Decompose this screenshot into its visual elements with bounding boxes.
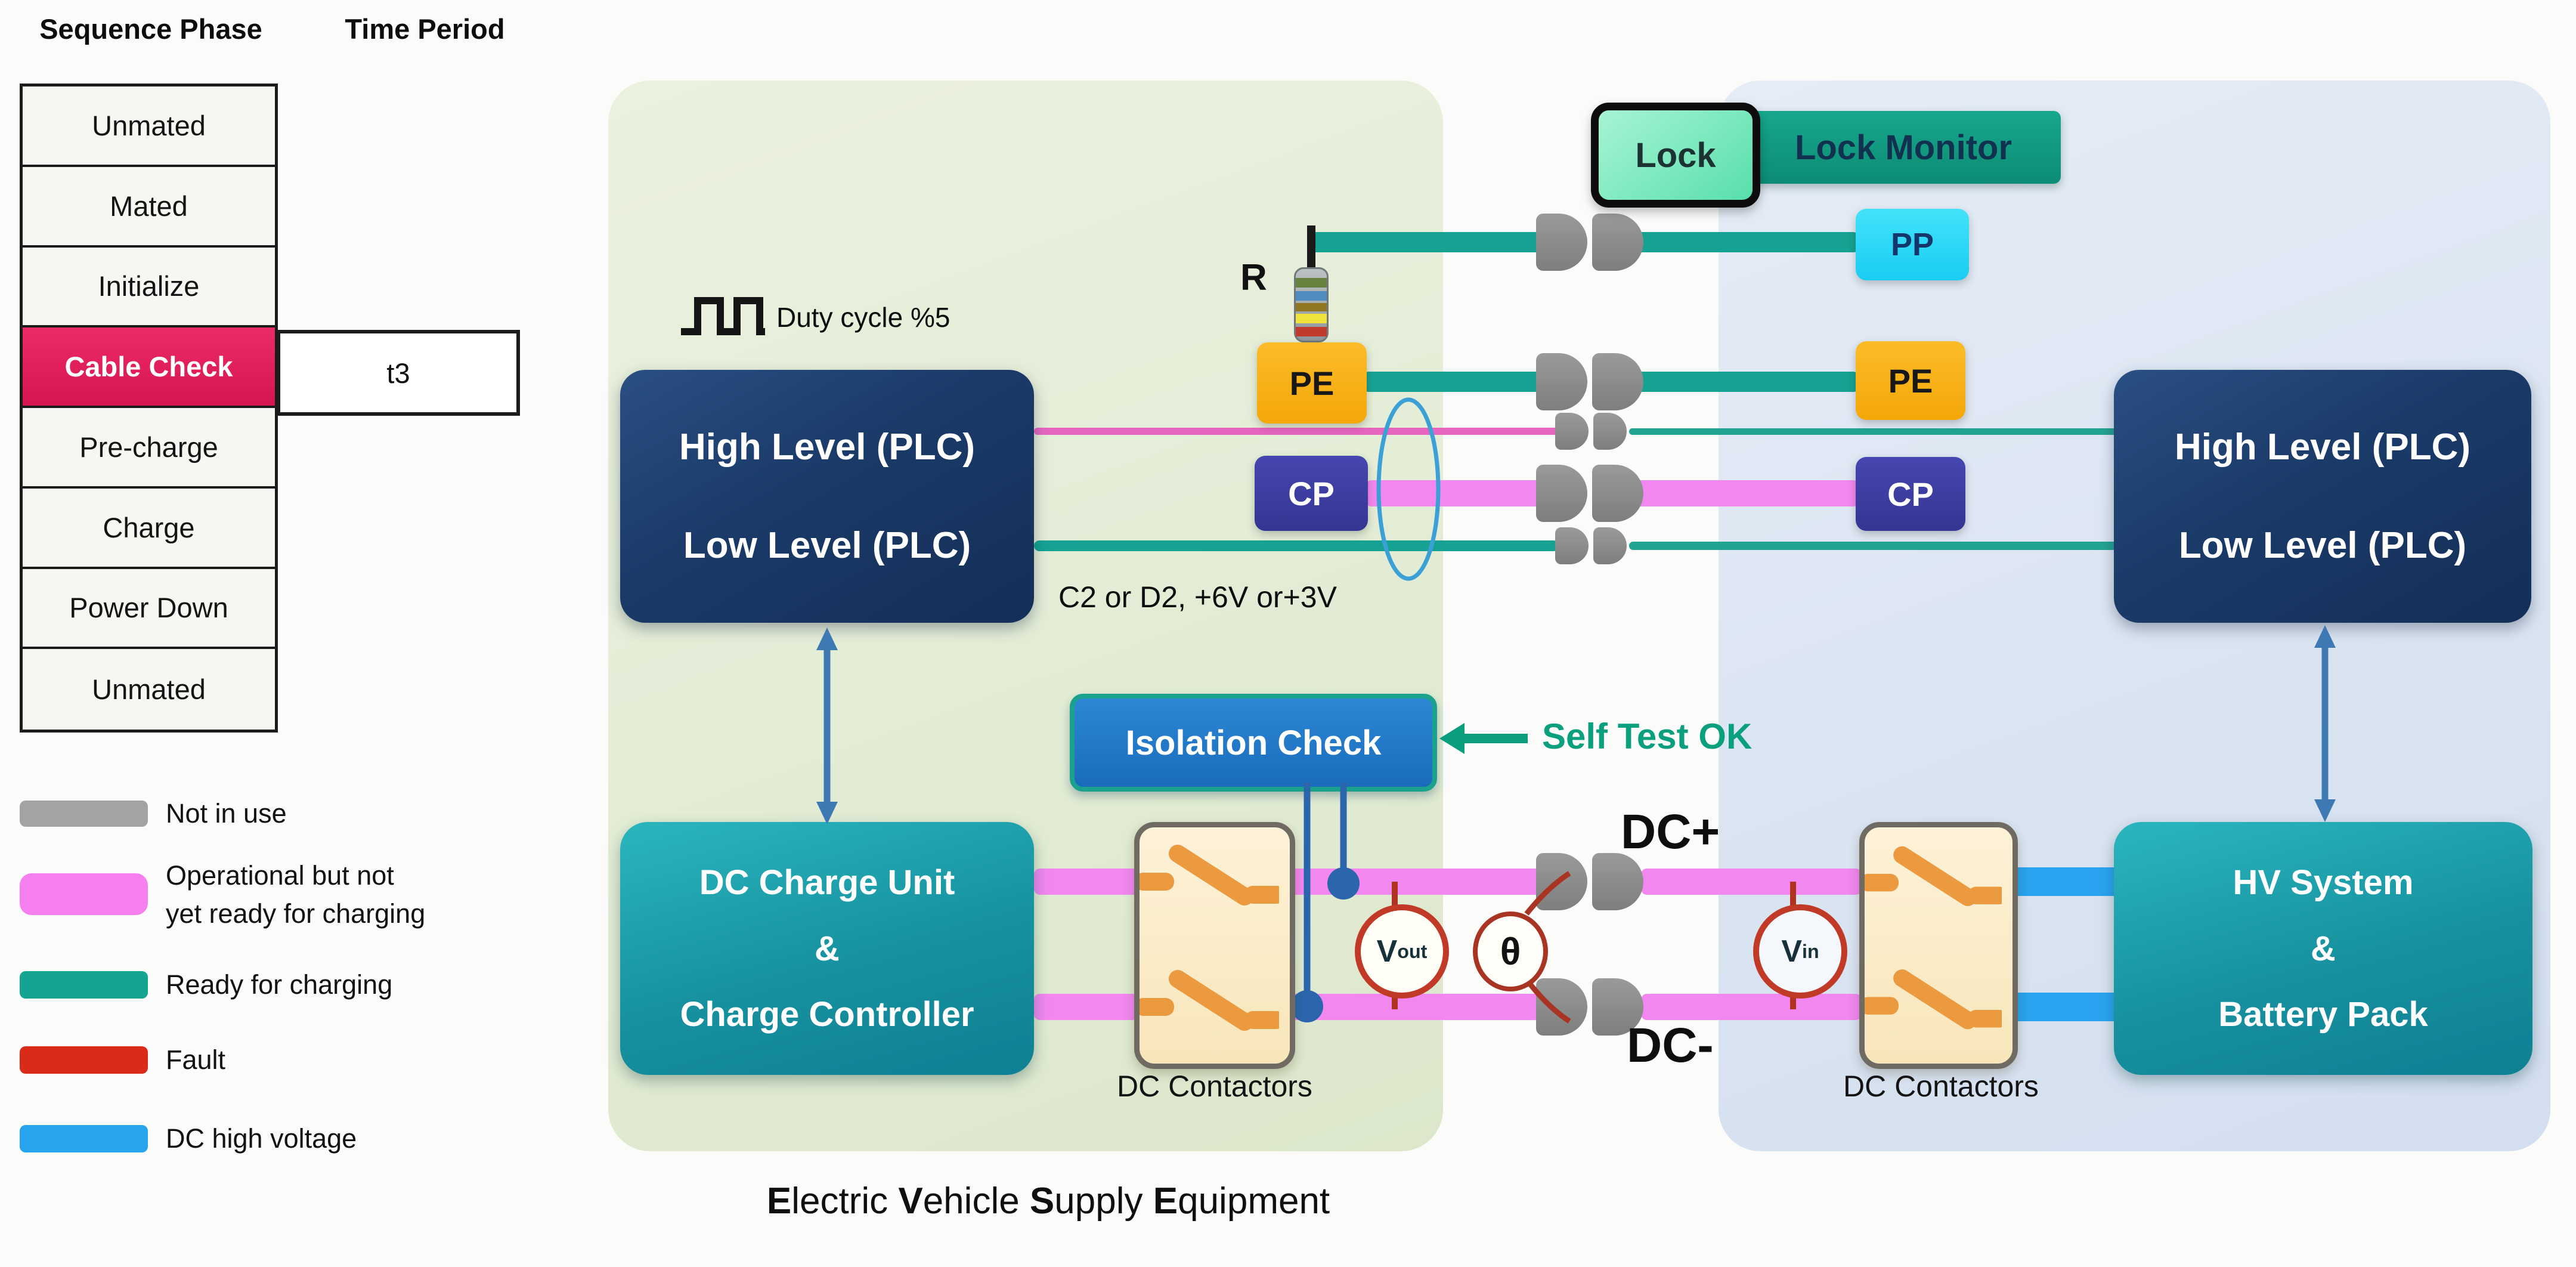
dc-plus-wire-hv: [2002, 867, 2122, 896]
cp-wire-vehicle: [1634, 480, 1859, 506]
plc-hvsystem-double-arrow-icon: [2314, 625, 2336, 822]
vin-stub: [1790, 882, 1796, 907]
hv-system-line1: HV System: [2233, 863, 2414, 902]
cp-box-vehicle: CP: [1856, 457, 1965, 531]
table-row: Charge: [23, 488, 275, 569]
hv-system-line2: Battery Pack: [2218, 995, 2428, 1034]
table-row: Unmated: [23, 86, 275, 167]
high-level-plc-wire-vehicle: [1629, 428, 2118, 435]
pilot-wires-ellipse-icon: [1376, 397, 1441, 581]
cp-connector-icon: [1536, 465, 1643, 522]
hv-system-battery-box: HV System & Battery Pack: [2114, 822, 2532, 1075]
dc-charge-unit-line2: Charge Controller: [680, 995, 974, 1034]
cp-wire-evse: [1366, 480, 1550, 506]
sequence-phase-header: Sequence Phase: [39, 13, 262, 45]
self-test-arrow-icon: [1439, 723, 1528, 754]
legend-swatch-ready: [20, 971, 148, 999]
evse-title: Electric Vehicle Supply Equipment: [766, 1181, 1330, 1222]
dc-minus-connector-icon: [1536, 978, 1643, 1036]
dc-minus-wire-hv: [2002, 993, 2122, 1021]
lock-monitor-box: Lock Monitor: [1746, 111, 2061, 184]
pe-wire-vehicle: [1634, 372, 1859, 392]
dc-contactors-vehicle: [1859, 822, 2018, 1069]
dc-charge-unit-line1: DC Charge Unit: [699, 863, 955, 902]
table-row: Unmated: [23, 649, 275, 730]
cp-box-evse: CP: [1255, 456, 1368, 531]
resistor-band: [1296, 314, 1327, 323]
pp-wire-evse: [1309, 232, 1550, 252]
high-level-plc-label: High Level (PLC): [2174, 427, 2471, 468]
isolation-check-box: Isolation Check: [1070, 694, 1437, 792]
pe-box-evse: PE: [1257, 342, 1367, 424]
legend-label: Operational but not: [166, 860, 394, 891]
time-period-value-box: t3: [277, 330, 520, 416]
resistor-band: [1296, 327, 1327, 336]
legend-label: Not in use: [166, 798, 287, 829]
high-level-plc-label: High Level (PLC): [679, 427, 976, 468]
legend-swatch-not-in-use: [20, 801, 148, 827]
plc-box-evse: High Level (PLC) Low Level (PLC): [620, 370, 1034, 623]
plc-box-vehicle: High Level (PLC) Low Level (PLC): [2114, 370, 2531, 623]
plc-chargeunit-double-arrow-icon: [816, 628, 838, 824]
time-period-header: Time Period: [345, 13, 505, 45]
high-level-plc-wire-evse: [1034, 428, 1559, 435]
ampersand: &: [2311, 929, 2336, 968]
dc-contactors-label-vehicle: DC Contactors: [1843, 1070, 2039, 1103]
pp-box-vehicle: PP: [1856, 209, 1969, 280]
low-level-plc-label: Low Level (PLC): [683, 525, 971, 566]
legend-label: Ready for charging: [166, 969, 393, 1000]
probe-tip-dc-plus: [1327, 867, 1360, 900]
legend-swatch-operational: [20, 873, 148, 915]
legend-label: yet ready for charging: [166, 898, 426, 929]
low-level-connector-icon: [1555, 527, 1627, 564]
table-row-active-cable-check: Cable Check: [23, 327, 275, 408]
legend-swatch-dc-high-voltage: [20, 1125, 148, 1152]
low-level-plc-wire-evse: [1034, 540, 1559, 551]
isolation-probe-lines: [1291, 782, 1360, 1022]
resistor-band: [1296, 303, 1327, 311]
low-level-plc-label: Low Level (PLC): [2178, 525, 2467, 566]
ampersand: &: [815, 929, 840, 968]
resistor-band: [1296, 278, 1327, 288]
pe-wire-evse: [1363, 372, 1550, 392]
cp-state-note: C2 or D2, +6V or+3V: [1058, 580, 1337, 614]
pe-box-vehicle: PE: [1856, 341, 1965, 420]
pp-connector-icon: [1536, 214, 1643, 271]
legend-label: Fault: [166, 1044, 226, 1075]
dc-plus-label: DC+: [1621, 805, 1720, 859]
probe-tip-dc-minus: [1291, 990, 1323, 1022]
low-level-plc-wire-vehicle: [1629, 542, 2118, 550]
self-test-ok-label: Self Test OK: [1542, 716, 1753, 756]
contactor-switch-icon: [1860, 846, 2008, 1030]
high-level-connector-icon: [1555, 413, 1627, 450]
resistor-label: R: [1240, 257, 1267, 298]
square-wave-icon: [681, 297, 765, 335]
lock-button: Lock: [1591, 103, 1760, 208]
dc-contactors-label-evse: DC Contactors: [1117, 1070, 1312, 1103]
resistor-band: [1296, 291, 1327, 301]
sequence-phase-table: Unmated Mated Initialize Cable Check Pre…: [20, 84, 278, 733]
resistor-lead-top: [1307, 225, 1315, 271]
dc-contactors-evse: [1134, 822, 1295, 1069]
legend-swatch-fault: [20, 1046, 148, 1074]
duty-cycle-label: Duty cycle %5: [776, 302, 950, 333]
dc-minus-wire-inlet: [1641, 994, 1862, 1020]
dc-charge-unit-box: DC Charge Unit & Charge Controller: [620, 822, 1034, 1075]
table-row: Mated: [23, 166, 275, 248]
theta-temperature-meter: θ: [1473, 911, 1548, 991]
contactor-switch-icon: [1135, 845, 1285, 1031]
dc-plus-wire-inlet: [1641, 869, 1862, 895]
pp-wire-vehicle: [1634, 232, 1859, 252]
legend-label: DC high voltage: [166, 1123, 357, 1154]
vout-stub: [1392, 882, 1398, 907]
theta-sensor-leads: [1524, 871, 1571, 1024]
pe-connector-icon: [1536, 353, 1643, 410]
table-row: Initialize: [23, 247, 275, 328]
table-row: Power Down: [23, 568, 275, 650]
table-row: Pre-charge: [23, 408, 275, 489]
dc-minus-label: DC-: [1627, 1018, 1714, 1073]
